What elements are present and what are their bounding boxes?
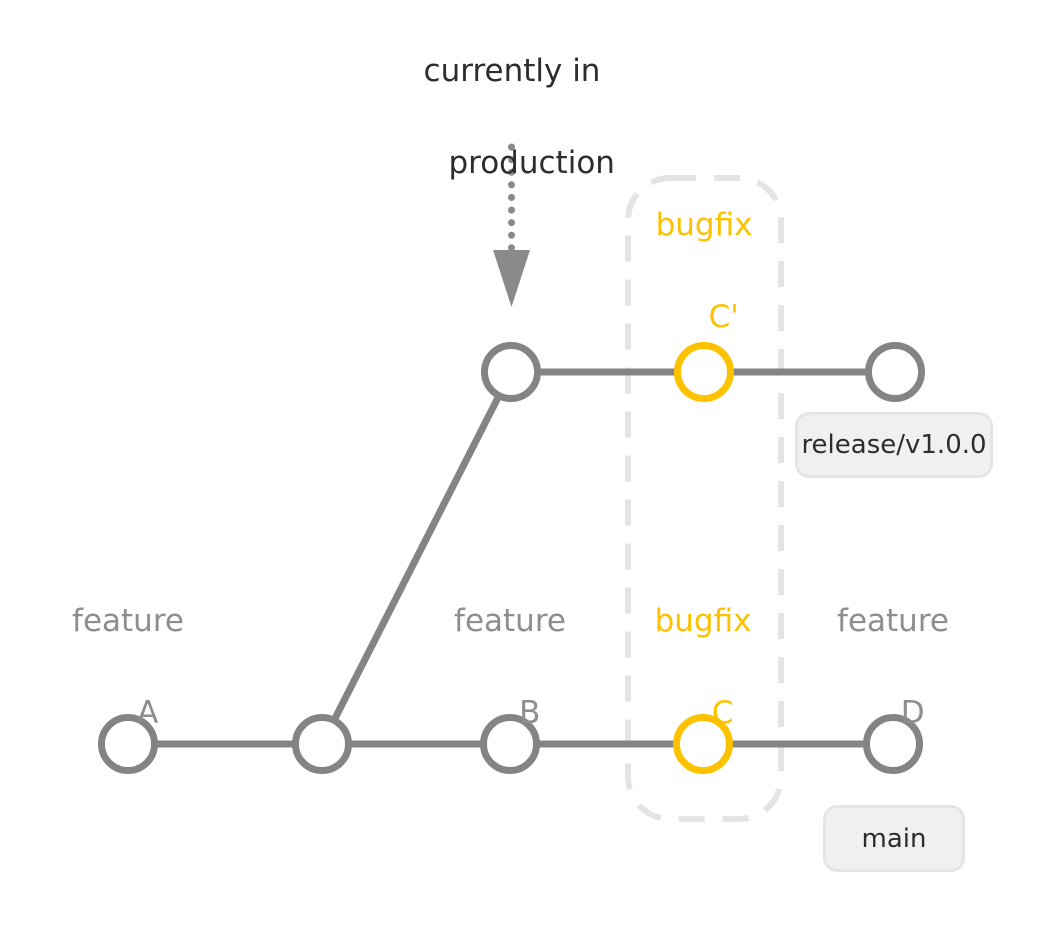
label-feature-a: feature A (8, 598, 248, 782)
label-line: C (711, 695, 734, 731)
release-branch-diagonal-line (318, 370, 515, 746)
bugfix-group-dashed-box (625, 175, 784, 822)
label-feature-b: feature B (390, 598, 630, 782)
annotation-line-2: production (448, 145, 615, 181)
label-line: feature (72, 603, 184, 639)
label-bugfix-c-prime: bugfix C' (584, 202, 824, 386)
label-line: B (519, 695, 541, 731)
commit-node-feature-a (98, 714, 158, 774)
commit-node-release-start (481, 342, 541, 402)
annotation-currently-in-production: currently in production (392, 48, 632, 232)
label-line: A (137, 695, 159, 731)
annotation-line-1: currently in (423, 53, 601, 89)
arrow-head-icon (493, 250, 530, 307)
label-line: D (900, 695, 925, 731)
main-branch-badge-label: main (861, 823, 927, 854)
commit-node-feature-b (480, 714, 540, 774)
commit-node-bugfix-c (673, 714, 733, 774)
label-line: bugfix (655, 207, 753, 243)
label-feature-d: feature D (773, 598, 1013, 782)
label-bugfix-c: bugfix C (583, 598, 823, 782)
label-line: bugfix (654, 603, 752, 639)
commit-node-branch-point (292, 714, 352, 774)
label-line: feature (837, 603, 949, 639)
commit-node-feature-d (863, 714, 923, 774)
release-branch-badge: release/v1.0.0 (795, 412, 993, 478)
commit-node-release-head (865, 342, 925, 402)
main-branch-badge: main (823, 805, 965, 872)
release-branch-badge-label: release/v1.0.0 (801, 430, 987, 460)
commit-node-bugfix-c-prime (674, 342, 734, 402)
label-line: feature (454, 603, 566, 639)
label-line: C' (708, 299, 739, 335)
